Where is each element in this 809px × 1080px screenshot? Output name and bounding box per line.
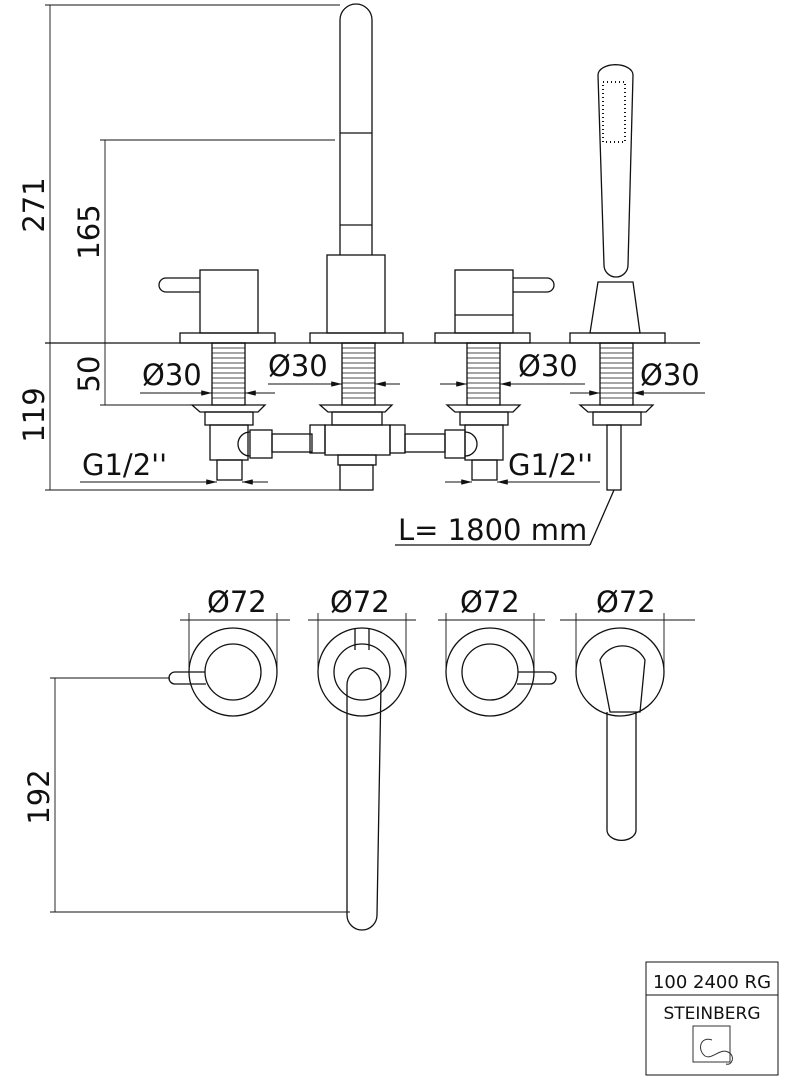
- hose-length: L= 1800 mm: [398, 513, 587, 547]
- elevation-view: 271 165 50 119: [17, 3, 705, 547]
- rosette-handshower: [575, 627, 665, 717]
- vertical-dimensions: [45, 4, 340, 491]
- dim-119: 119: [17, 387, 51, 442]
- dim-pipe-4: Ø30: [640, 358, 700, 392]
- dim-rosette-4: Ø72: [596, 585, 656, 619]
- dim-165: 165: [72, 204, 106, 259]
- dim-rosette-1: Ø72: [207, 585, 267, 619]
- lever-right: [517, 671, 557, 685]
- dim-pipe-2: Ø30: [268, 349, 328, 383]
- dim-pipe-3: Ø30: [518, 349, 578, 383]
- dim-rosette-3: Ø72: [460, 585, 520, 619]
- article-number: 100 2400 RG: [653, 972, 771, 993]
- dim-271: 271: [17, 177, 51, 232]
- handshower-top: [606, 712, 637, 841]
- rosette-spout: [317, 627, 407, 717]
- spout-top: [346, 667, 382, 931]
- spray-holes-pattern: [602, 81, 626, 143]
- rosette-dimension-lines: [50, 613, 695, 913]
- dim-192: 192: [22, 769, 56, 824]
- hand-shower: [395, 64, 666, 546]
- pipe-dimension-lines: [80, 381, 705, 485]
- plan-view: Ø72 Ø72 Ø72 Ø72 192: [22, 585, 695, 931]
- thread-hatching: [212, 347, 633, 399]
- brand-logo-icon: [692, 1025, 733, 1065]
- thread-left: G1/2'': [82, 448, 167, 482]
- right-valve: [434, 269, 555, 481]
- dim-rosette-2: Ø72: [330, 585, 390, 619]
- thread-right: G1/2'': [508, 448, 593, 482]
- brand-name: STEINBERG: [663, 1004, 760, 1024]
- lever-left: [168, 671, 206, 685]
- dim-pipe-1: Ø30: [142, 358, 202, 392]
- spout: [237, 3, 478, 491]
- left-valve: [158, 269, 276, 481]
- dim-50: 50: [72, 356, 106, 393]
- title-block: 100 2400 RG STEINBERG: [645, 961, 779, 1076]
